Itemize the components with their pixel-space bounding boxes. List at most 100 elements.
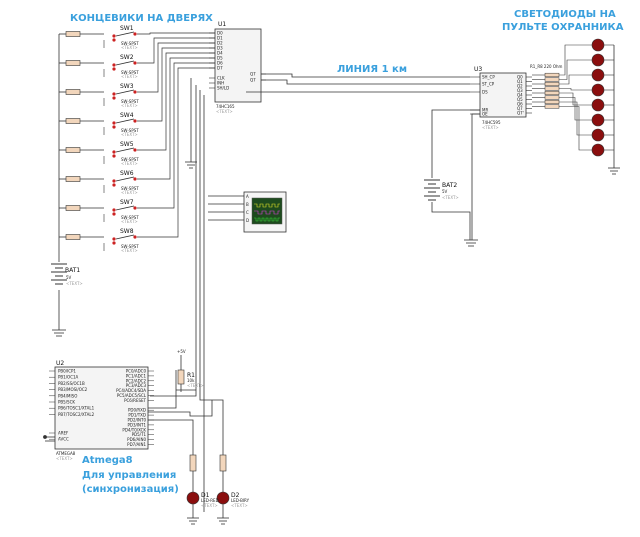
switch-contact xyxy=(112,63,116,67)
u3-pin-label: Q5 xyxy=(517,97,523,102)
switch-to-u1-wires xyxy=(137,32,215,238)
u1-pin-label: D5 xyxy=(217,56,223,61)
u3-pin-label: Q1 xyxy=(517,79,523,84)
u3-pin-label: ST_CP xyxy=(482,82,495,87)
switch-contact xyxy=(112,212,116,216)
switch-contact xyxy=(133,235,137,239)
battery-bat2: BAT2 5V <TEXT> xyxy=(424,179,459,201)
u1-pin-label: D6 xyxy=(217,61,223,66)
switch-part: SW-SPST xyxy=(121,41,139,46)
led-resistor xyxy=(544,86,560,91)
u2-pin-label: PD7/AIN1 xyxy=(127,442,146,447)
title-line: ЛИНИЯ 1 км xyxy=(337,64,407,75)
u3-pin-label: Q0 xyxy=(517,75,523,80)
switch-text: <TEXT> xyxy=(121,248,138,253)
switch-part: SW-SPST xyxy=(121,186,139,191)
u2-pin-label: PD6/AIN0 xyxy=(127,437,146,442)
vcc-label: +5V xyxy=(177,349,186,354)
u3-pin-label: Q3 xyxy=(517,88,523,93)
d2-text: <TEXT> xyxy=(231,503,248,508)
pullup-resistor xyxy=(65,205,81,211)
switch-contact xyxy=(112,38,116,42)
d2-ref: D2 xyxy=(231,492,240,499)
u1-pin-label: D7 xyxy=(217,66,223,71)
title-leds-line1: СВЕТОДИОДЫ НА xyxy=(514,9,616,20)
chip-u2: U2 PB0/ICP1PB1/OC1APB2/SS/OC1BPB3/MOSI/O… xyxy=(49,360,154,461)
switch-contact xyxy=(133,90,137,94)
u3-pin-label: Q7 xyxy=(517,106,523,111)
guard-led xyxy=(591,53,605,67)
led-resistor xyxy=(544,104,560,109)
switch-ref: SW7 xyxy=(120,199,134,206)
u2-pin-label: PB0/ICP1 xyxy=(58,369,76,374)
switch-text: <TEXT> xyxy=(121,45,138,50)
u2-pin-label: PD4/T0/XCK xyxy=(122,427,146,432)
u2-pin-label: AVCC xyxy=(58,437,69,442)
led-d1 xyxy=(186,491,200,505)
u2-pin-label: PD5/T1 xyxy=(132,432,147,437)
switch-ref: SW4 xyxy=(120,112,134,119)
switch-contact xyxy=(112,241,116,245)
r1-text: <TEXT> xyxy=(187,383,204,388)
pullup-resistor xyxy=(65,31,81,37)
switch-ref: SW1 xyxy=(120,25,134,32)
u2-pin-label: PC4/ADC4/SDA xyxy=(116,388,146,393)
u1-pin-label: Q7 xyxy=(250,78,256,83)
u3-ref: U3 xyxy=(474,66,482,73)
vcc-r1: +5V R1 10k <TEXT> xyxy=(177,349,204,392)
u1-pin-label: Q7 xyxy=(250,72,256,77)
led-resistor xyxy=(544,99,560,105)
switch-lever xyxy=(115,89,135,95)
switch-lever xyxy=(115,60,135,66)
u2-pin-label: PC0/ADC0 xyxy=(126,369,147,374)
guard-led xyxy=(591,83,605,97)
switch-contact xyxy=(133,148,137,152)
d1-part: LED-RED xyxy=(201,498,219,503)
pullup-resistor xyxy=(65,234,81,240)
bat2-ref: BAT2 xyxy=(442,182,457,189)
u2-pin-label: PC1/ADC1 xyxy=(126,373,147,378)
guard-led xyxy=(591,68,605,82)
bat2-value: 5V xyxy=(442,189,448,194)
switch-ref: SW8 xyxy=(120,228,134,235)
switch-text: <TEXT> xyxy=(121,219,138,224)
left-bus-wires xyxy=(52,34,66,337)
switch-contact xyxy=(112,96,116,100)
r1-ref: R1 xyxy=(187,372,195,379)
u3-pin-label: Q7' xyxy=(517,111,524,116)
scope-channel-label: A xyxy=(246,194,249,199)
u2-pin-label: PD1/TXD xyxy=(128,413,146,418)
switch-contact xyxy=(133,61,137,65)
bat1-value: 5V xyxy=(66,275,72,280)
switch-contact xyxy=(112,237,116,241)
switch-lever xyxy=(115,118,135,124)
led-resistor xyxy=(544,81,560,87)
title-door-switches: КОНЦЕВИКИ НА ДВЕРЯХ xyxy=(70,13,213,24)
u2-text: <TEXT> xyxy=(56,456,73,461)
title-mcu-purpose-1: Для управления xyxy=(82,470,176,481)
u1-pin-label: INH xyxy=(217,81,224,86)
switch-lever xyxy=(115,147,135,153)
led-resistor xyxy=(544,95,560,100)
switch-ref: SW6 xyxy=(120,170,134,177)
switch-part: SW-SPST xyxy=(121,70,139,75)
switch-contact xyxy=(112,179,116,183)
switch-lever xyxy=(115,205,135,211)
u2-pin-label: PC6/RESET xyxy=(124,398,146,403)
led-array xyxy=(532,38,620,175)
title-leds-line2: ПУЛЬТЕ ОХРАННИКА xyxy=(502,22,624,33)
switch-ref: SW5 xyxy=(120,141,134,148)
switch-contact xyxy=(112,150,116,154)
guard-led xyxy=(591,98,605,112)
switch-contact xyxy=(133,32,137,36)
switch-text: <TEXT> xyxy=(121,132,138,137)
